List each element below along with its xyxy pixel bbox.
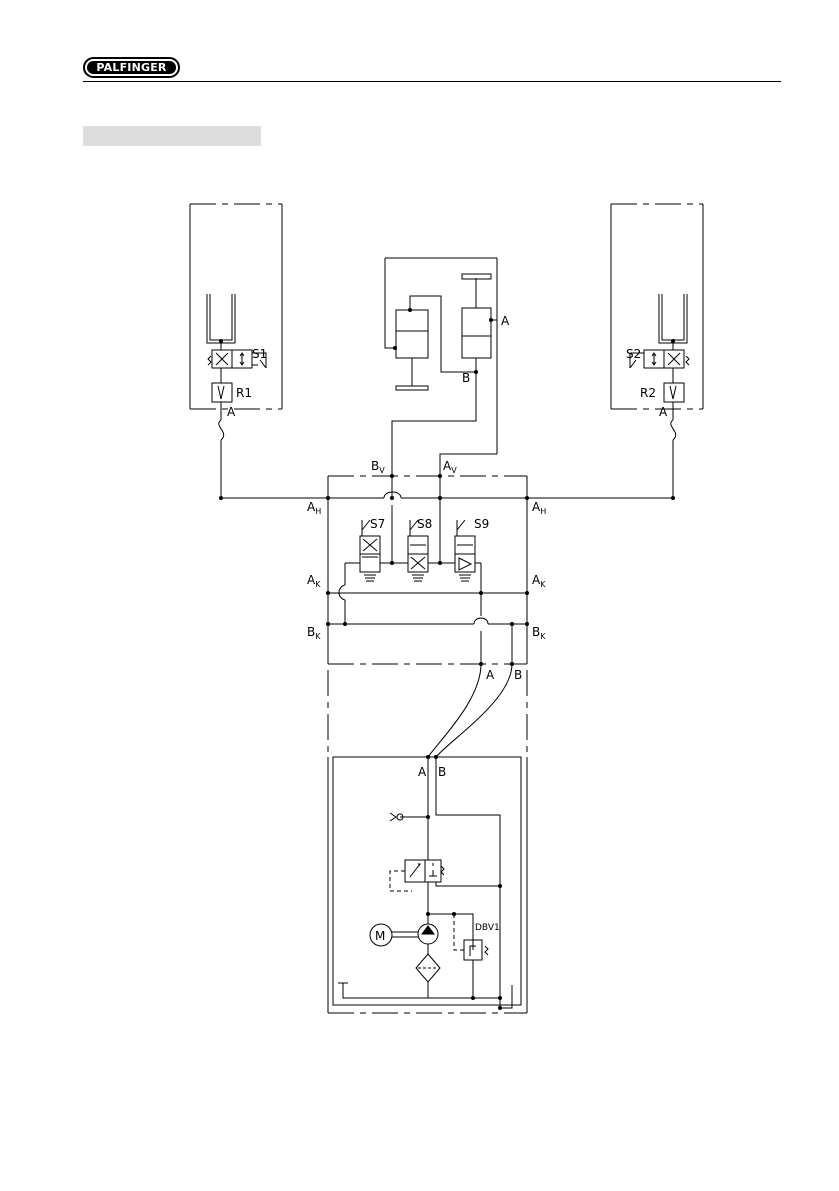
label-av: AV xyxy=(443,459,457,475)
label-power-unit-a: A xyxy=(418,765,427,779)
hose-section xyxy=(328,664,527,757)
label-s9: S9 xyxy=(474,517,489,531)
power-unit xyxy=(328,757,527,1013)
diagram-labels: S1 R1 A S2 R2 A A B BV AV AH AH S7 S8 S9… xyxy=(227,314,668,943)
label-dbv1: DBV1 xyxy=(475,923,500,933)
label-ah-right: AH xyxy=(532,500,546,516)
label-bk-left: BK xyxy=(307,625,321,641)
label-hose-a: A xyxy=(486,668,495,682)
label-ak-right: AK xyxy=(532,573,546,589)
left-outrigger-unit xyxy=(190,204,282,498)
stabilizer-cylinder-unit xyxy=(385,258,497,476)
check-valve-icon xyxy=(390,813,428,821)
label-a-left: A xyxy=(227,405,236,419)
label-cylinder-b: B xyxy=(462,371,470,385)
label-s8: S8 xyxy=(417,517,432,531)
relief-valve-icon xyxy=(454,914,488,960)
junction-dots xyxy=(219,308,675,1010)
label-power-unit-b: B xyxy=(438,765,446,779)
label-r1: R1 xyxy=(236,386,252,400)
main-cylinder-icon xyxy=(392,258,497,476)
label-bv: BV xyxy=(371,459,385,475)
s9-solenoid-valve-icon xyxy=(455,520,475,581)
label-ak-left: AK xyxy=(307,573,321,589)
right-outrigger-unit xyxy=(611,204,703,498)
label-motor: M xyxy=(375,929,385,943)
label-hose-b: B xyxy=(514,668,522,682)
label-ah-left: AH xyxy=(307,500,321,516)
r2-valve-icon xyxy=(664,383,684,402)
label-a-right: A xyxy=(659,405,668,419)
pump-icon xyxy=(418,924,438,944)
control-block xyxy=(221,476,673,664)
label-bk-right: BK xyxy=(532,625,546,641)
label-s2: S2 xyxy=(626,347,641,361)
r1-valve-icon xyxy=(212,383,232,402)
label-s1: S1 xyxy=(252,347,267,361)
label-s7: S7 xyxy=(370,517,385,531)
label-r2: R2 xyxy=(640,386,656,400)
label-cylinder-a: A xyxy=(501,314,510,328)
filter-icon xyxy=(416,954,440,982)
